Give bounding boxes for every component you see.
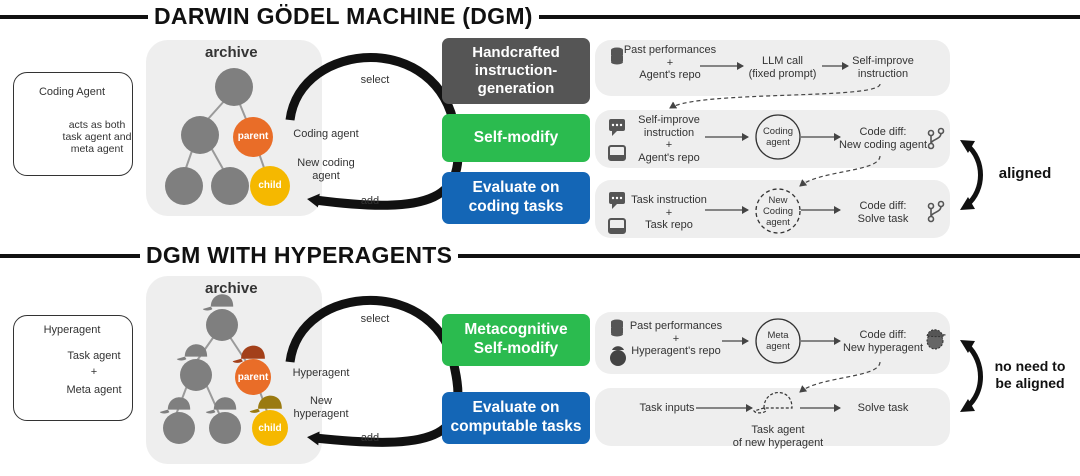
top-row3-panel [595, 180, 950, 238]
top-new-coding-agent-node [755, 188, 801, 234]
bottom-header: DGM WITH HYPERAGENTS [140, 242, 459, 269]
top-aligned-arrow [965, 143, 983, 207]
bottom-parent-label: parent [237, 372, 269, 383]
top-row2-panel [595, 110, 950, 168]
top-child-node [250, 166, 290, 206]
bottom-row1-output: Code diff:New hyperagent [842, 329, 924, 354]
legend-task-agent: Task agent [67, 350, 121, 362]
database-icon [611, 319, 623, 337]
repo-icon [608, 218, 626, 234]
top-child-label: child [258, 180, 282, 191]
bottom-row1-input: Past performances+Hyperagent's repo [629, 320, 723, 358]
bottom-row2-panel [595, 388, 950, 446]
top-row1-panel [595, 40, 950, 96]
top-add-label: add [360, 195, 380, 207]
bottom-child-label: child [258, 423, 282, 434]
meta-agent-icon [610, 346, 626, 366]
repo-icon [608, 145, 626, 161]
top-coding-agent-node [755, 114, 801, 160]
bottom-parent-node [235, 359, 271, 395]
cap-icon [753, 391, 793, 414]
row3-output: Code diff:Solve task [857, 200, 909, 225]
top-select-label: select [360, 74, 390, 86]
row1-input: Past performances+Agent's repo [623, 44, 717, 82]
bottom-aligned-arrow [965, 343, 983, 409]
top-tree-root [215, 68, 253, 106]
top-tree-node [165, 167, 203, 205]
database-icon [611, 47, 623, 65]
bottom-child-node [252, 410, 288, 446]
bottom-archive-title: archive [205, 280, 258, 297]
git-branch-icon [927, 127, 945, 150]
bottom-parent-note: Hyperagent [292, 367, 350, 379]
bottom-select-label: select [360, 313, 390, 325]
top-tree-node [211, 167, 249, 205]
self-modify-step-box: Self-modify [442, 114, 590, 162]
legend-hyperagent-title: Hyperagent [43, 324, 101, 336]
meta-agent-icon [926, 329, 946, 350]
aligned-label: aligned [998, 165, 1052, 182]
top-tree-node [181, 116, 219, 154]
top-parent-note: Coding agent [293, 128, 359, 140]
legend-title: Coding Agent [38, 86, 106, 98]
row1-llm: LLM call(fixed prompt) [748, 55, 817, 80]
bottom-row1-panel [595, 312, 950, 374]
top-parent-label: parent [237, 131, 269, 142]
row2-output: Code diff:New coding agent [838, 126, 928, 151]
bottom-loop-arrow [285, 295, 463, 447]
bottom-meta-agent-node [755, 318, 801, 364]
bottom-legend [13, 315, 133, 421]
top-parent-node [233, 117, 273, 157]
chat-icon [609, 119, 625, 136]
top-header: DARWIN GÖDEL MACHINE (DGM) [148, 3, 539, 30]
chat-icon [609, 192, 625, 209]
bottom-add-label: add [360, 432, 380, 444]
top-archive-title: archive [205, 44, 258, 61]
git-branch-icon [927, 200, 945, 223]
legend-meta-agent: Meta agent [66, 384, 122, 396]
bottom-row2-input: Task inputs [639, 402, 695, 414]
row3-input: Task instruction+Task repo [631, 194, 707, 232]
top-legend [13, 72, 133, 176]
legend-plus: + [90, 366, 98, 378]
bottom-row2-output: Solve task [857, 402, 909, 414]
